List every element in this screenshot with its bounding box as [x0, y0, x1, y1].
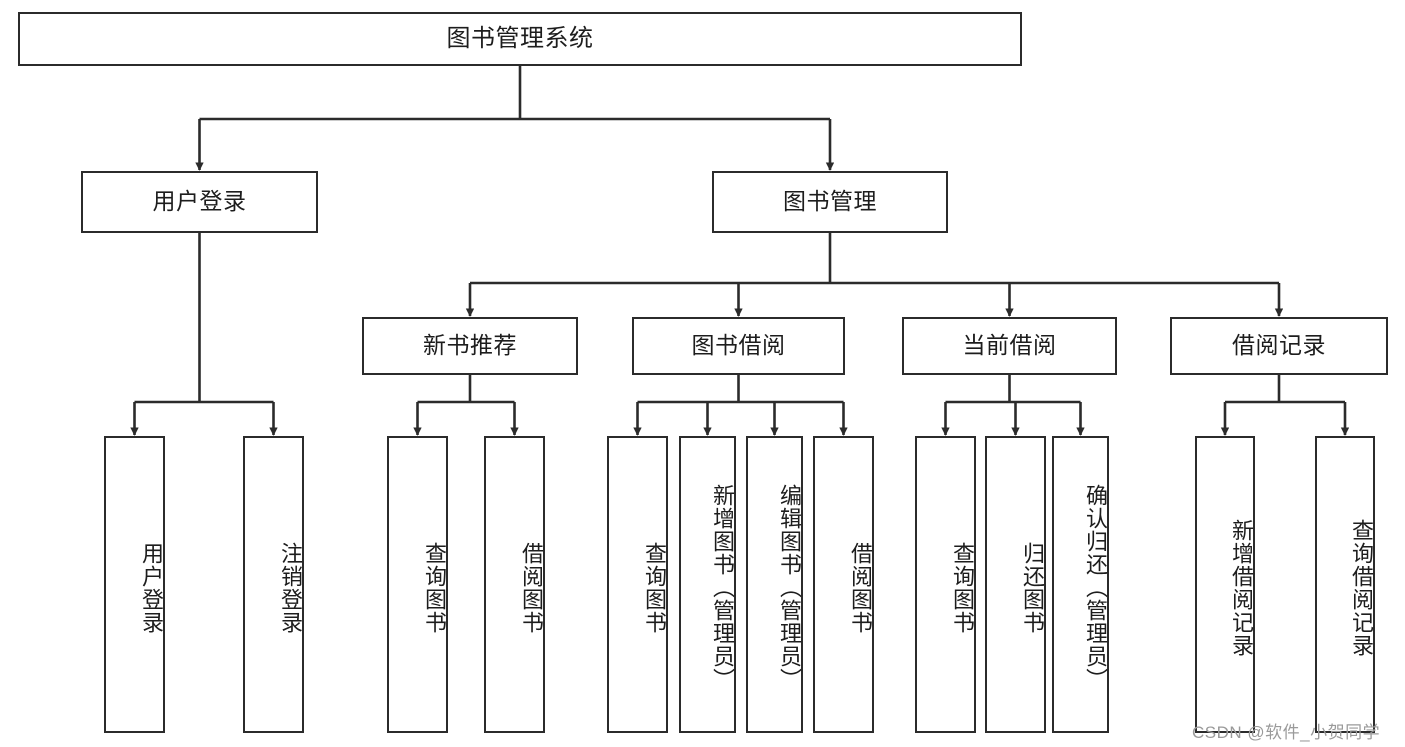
node-borrow-record[interactable]: 借阅记录 — [1170, 317, 1388, 375]
node-leaf-logout[interactable]: 注销登录 — [243, 436, 304, 733]
node-label: 图书管理系统 — [446, 24, 594, 52]
node-leaf-query-book-3[interactable]: 查询图书 — [915, 436, 976, 733]
node-leaf-edit-book-admin[interactable]: 编辑图书（管理员） — [746, 436, 803, 733]
node-label: 图书借阅 — [691, 332, 786, 359]
node-root[interactable]: 图书管理系统 — [18, 12, 1022, 66]
node-label: 查询图书 — [422, 541, 447, 634]
node-label: 借阅图书 — [848, 541, 873, 634]
node-leaf-borrow-book-1[interactable]: 借阅图书 — [484, 436, 545, 733]
node-label: 查询图书 — [950, 541, 975, 634]
node-label: 新增借阅记录 — [1229, 518, 1254, 657]
node-label: 用户登录 — [152, 188, 247, 215]
node-label: 查询借阅记录 — [1349, 518, 1374, 657]
node-leaf-query-borrow-record[interactable]: 查询借阅记录 — [1315, 436, 1375, 733]
node-label: 确认归还（管理员） — [1083, 484, 1108, 691]
node-label: 新增图书（管理员） — [710, 484, 735, 691]
node-leaf-return-book[interactable]: 归还图书 — [985, 436, 1046, 733]
node-current-borrow[interactable]: 当前借阅 — [902, 317, 1117, 375]
node-book-manage[interactable]: 图书管理 — [712, 171, 948, 233]
node-book-borrow[interactable]: 图书借阅 — [632, 317, 845, 375]
node-label: 新书推荐 — [423, 332, 517, 359]
node-label: 当前借阅 — [962, 332, 1057, 359]
node-label: 归还图书 — [1020, 541, 1045, 634]
node-leaf-borrow-book-2[interactable]: 借阅图书 — [813, 436, 874, 733]
node-leaf-query-book-1[interactable]: 查询图书 — [387, 436, 448, 733]
node-leaf-query-book-2[interactable]: 查询图书 — [607, 436, 668, 733]
node-label: 用户登录 — [139, 541, 164, 634]
csdn-watermark: CSDN @软件_小贺同学 — [1192, 723, 1381, 742]
node-leaf-add-book-admin[interactable]: 新增图书（管理员） — [679, 436, 736, 733]
node-label: 图书管理 — [783, 188, 877, 215]
node-leaf-confirm-return-admin[interactable]: 确认归还（管理员） — [1052, 436, 1109, 733]
node-label: 注销登录 — [278, 541, 303, 634]
node-leaf-add-borrow-record[interactable]: 新增借阅记录 — [1195, 436, 1255, 733]
node-label: 借阅记录 — [1232, 332, 1326, 359]
node-label: 借阅图书 — [519, 541, 544, 634]
node-new-book-recommend[interactable]: 新书推荐 — [362, 317, 578, 375]
node-leaf-user-login[interactable]: 用户登录 — [104, 436, 165, 733]
node-user-login[interactable]: 用户登录 — [81, 171, 318, 233]
node-label: 编辑图书（管理员） — [777, 484, 802, 691]
node-label: 查询图书 — [642, 541, 667, 634]
